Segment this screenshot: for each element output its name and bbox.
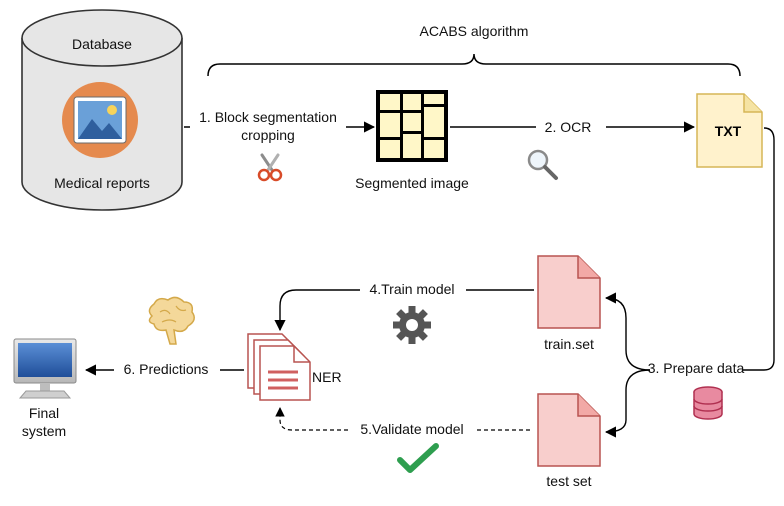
segmented-image-icon [376, 90, 448, 162]
trainset-label: train.set [544, 336, 594, 352]
magnifier-icon [527, 149, 558, 180]
ner-label: NER [312, 369, 342, 385]
acabs-title: ACABS algorithm [420, 23, 529, 39]
txt-label: TXT [715, 123, 742, 139]
brain-icon [148, 296, 195, 345]
testset-file-icon [537, 393, 601, 467]
label-bg [190, 108, 346, 148]
arrow-to-testset [604, 369, 651, 438]
system-label-line2: system [22, 423, 66, 439]
step4-label: 4.Train model [369, 281, 454, 297]
testset-label: test set [546, 473, 591, 489]
label-bg [360, 280, 466, 300]
step5-label: 5.Validate model [360, 421, 463, 437]
label-bg [536, 116, 606, 136]
database-cylinder: Database Medical reports [21, 9, 183, 211]
step1-label-line1: 1. Block segmentation [199, 109, 337, 125]
label-bg [114, 358, 220, 380]
database-title: Database [72, 36, 132, 52]
step1-label-line2: cropping [241, 127, 295, 143]
txt-file-icon: TXT [696, 93, 763, 168]
ner-files-icon [247, 333, 311, 401]
connector-txt-prepare [742, 127, 775, 371]
database-caption: Medical reports [54, 175, 150, 191]
step6-label: 6. Predictions [124, 361, 209, 377]
arrow-validate-model [275, 407, 530, 431]
arrow-to-trainset [604, 292, 651, 371]
arrow-train-model [274, 289, 534, 332]
system-label-line1: Final [29, 405, 59, 421]
step3-label: 3. Prepare data [648, 360, 745, 376]
scissors-icon [257, 153, 283, 182]
acabs-brace [207, 53, 741, 77]
label-bg [350, 420, 474, 440]
database-stack-icon [693, 386, 723, 420]
segmented-image-label: Segmented image [355, 175, 469, 191]
gear-icon [393, 306, 431, 344]
trainset-file-icon [537, 255, 601, 329]
medical-report-image-icon [62, 82, 138, 158]
step2-label: 2. OCR [545, 119, 592, 135]
monitor-icon [13, 338, 77, 399]
checkmark-icon [397, 443, 439, 473]
